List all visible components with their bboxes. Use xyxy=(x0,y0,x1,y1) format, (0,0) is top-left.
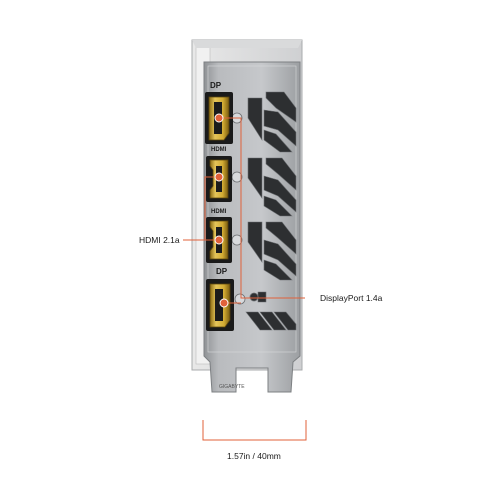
callout-dots xyxy=(214,113,229,308)
dimension-callout-label: 1.57in / 40mm xyxy=(227,451,281,461)
tag-dp-top: DP xyxy=(210,81,222,90)
hdmi-callout-label: HDMI 2.1a xyxy=(139,235,180,245)
svg-text:GIGABYTE: GIGABYTE xyxy=(219,384,245,390)
port-tags: DP HDMI HDMI DP xyxy=(210,81,228,276)
tag-hdmi-1: HDMI xyxy=(211,147,227,153)
tag-dp-bottom: DP xyxy=(216,267,228,276)
displayport-callout-label: DisplayPort 1.4a xyxy=(320,293,383,303)
tag-hdmi-2: HDMI xyxy=(211,209,227,215)
vent-grille xyxy=(245,91,297,331)
callout-lines xyxy=(183,117,307,441)
